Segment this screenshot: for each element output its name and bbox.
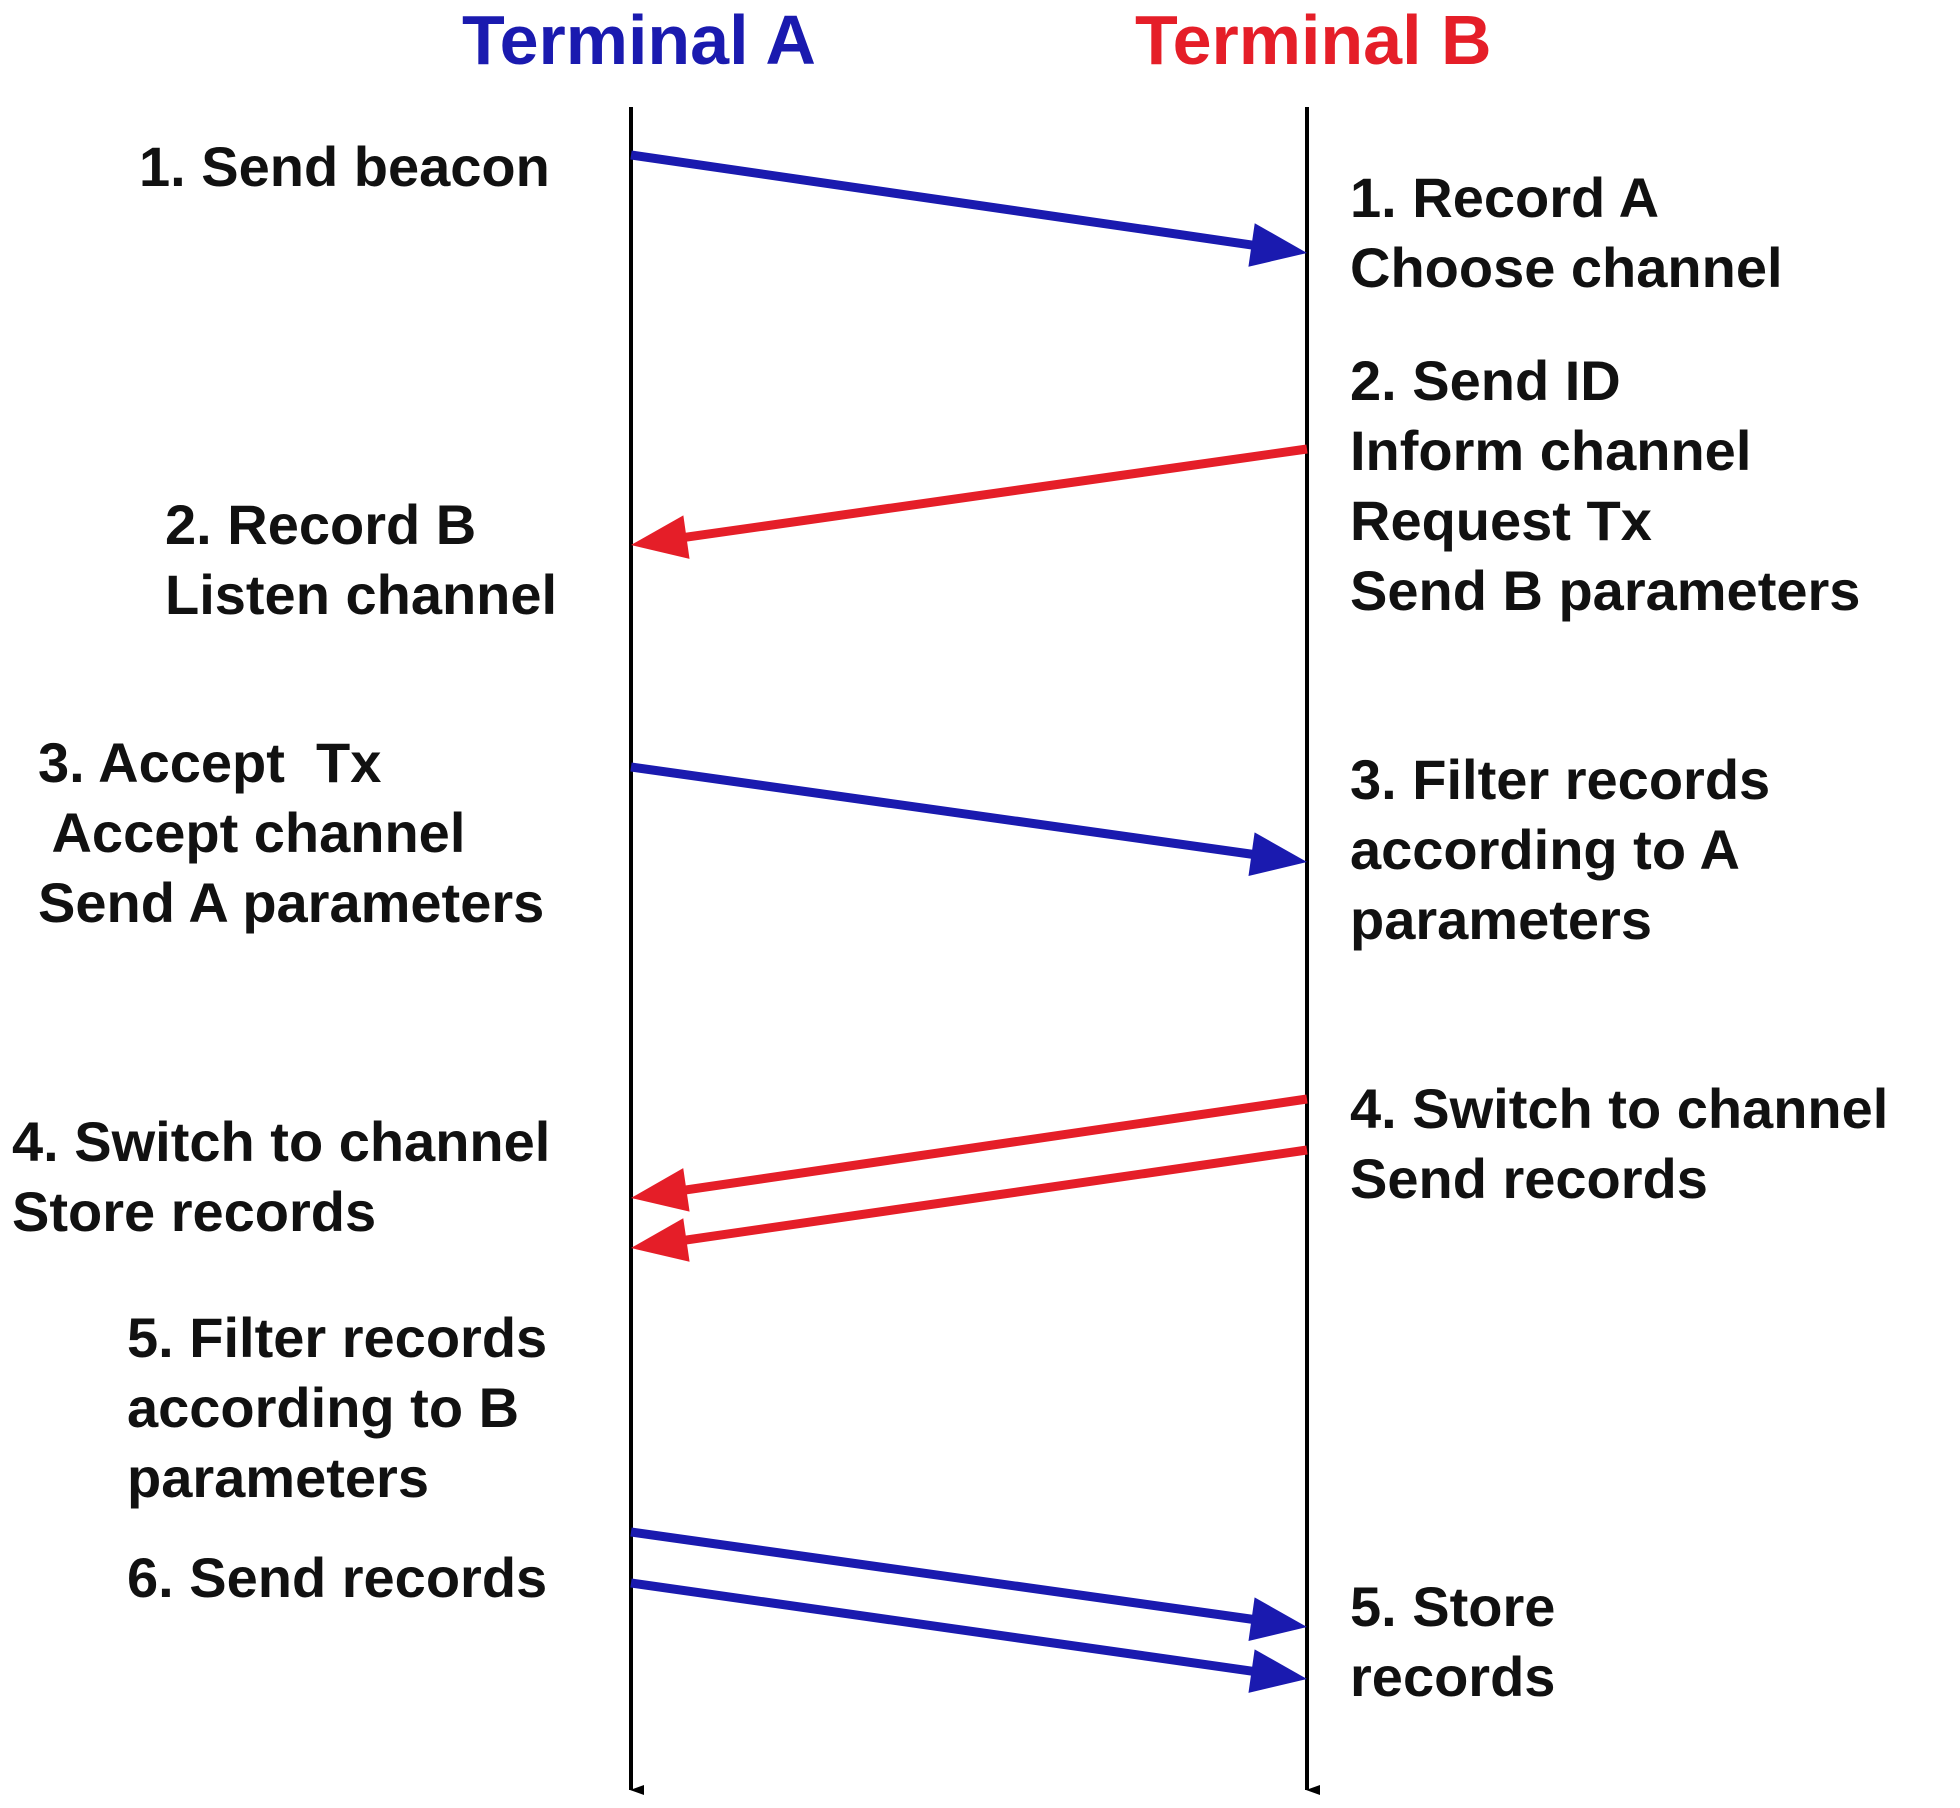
step-line: Request Tx bbox=[1350, 489, 1652, 552]
step-line: Send B parameters bbox=[1350, 559, 1861, 622]
step-line: according to A bbox=[1350, 818, 1740, 881]
step-line: Accept channel bbox=[38, 801, 466, 864]
step-line: 5. Filter records bbox=[127, 1306, 548, 1369]
message-arrow-6 bbox=[630, 1527, 1307, 1641]
step-line: 1. Send beacon bbox=[139, 135, 550, 198]
terminal-b-step-2: 2. Send ID Inform channel Request Tx Sen… bbox=[1350, 346, 1860, 626]
message-arrow-5 bbox=[631, 1145, 1308, 1262]
message-arrow-2 bbox=[631, 444, 1308, 559]
step-line: records bbox=[1350, 1645, 1556, 1708]
step-line: Send records bbox=[1350, 1147, 1708, 1210]
arrow-shaft bbox=[681, 444, 1308, 543]
arrow-shaft bbox=[681, 1145, 1308, 1245]
step-line: 3. Filter records bbox=[1350, 748, 1771, 811]
message-arrow-7 bbox=[630, 1578, 1307, 1693]
arrow-shaft bbox=[630, 1527, 1257, 1625]
step-line: 2. Record B bbox=[165, 493, 477, 556]
terminal-b-step-1: 1. Record A Choose channel bbox=[1350, 163, 1783, 303]
terminal-b-heading: Terminal B bbox=[1135, 1, 1492, 79]
step-line: 6. Send records bbox=[127, 1546, 548, 1609]
step-line: parameters bbox=[127, 1446, 429, 1509]
arrow-head bbox=[631, 515, 690, 559]
terminal-a-step-3: 3. Accept Tx Accept channel Send A param… bbox=[38, 728, 544, 938]
arrow-head bbox=[1248, 832, 1307, 876]
step-line: parameters bbox=[1350, 888, 1652, 951]
arrow-shaft bbox=[630, 150, 1257, 250]
terminal-a-step-1: 1. Send beacon bbox=[139, 132, 550, 202]
terminal-b-step-3: 3. Filter records according to A paramet… bbox=[1350, 745, 1770, 955]
arrow-shaft bbox=[630, 1578, 1257, 1677]
step-line: 1. Record A bbox=[1350, 166, 1660, 229]
step-line: Send A parameters bbox=[38, 871, 545, 934]
arrow-shaft bbox=[681, 1094, 1308, 1195]
arrow-shaft bbox=[630, 762, 1257, 860]
arrow-head bbox=[1248, 1597, 1307, 1641]
message-arrow-4 bbox=[631, 1094, 1308, 1212]
terminal-a-heading: Terminal A bbox=[462, 1, 816, 79]
terminal-a-step-2: 2. Record B Listen channel bbox=[165, 490, 557, 630]
terminal-a-step-6: 6. Send records bbox=[127, 1543, 547, 1613]
terminal-b-step-5: 5. Store records bbox=[1350, 1572, 1555, 1712]
step-line: Store records bbox=[12, 1180, 377, 1243]
message-arrow-3 bbox=[630, 762, 1307, 876]
step-line: 5. Store bbox=[1350, 1575, 1556, 1638]
step-line: 4. Switch to channel bbox=[1350, 1077, 1889, 1140]
arrow-head bbox=[631, 1218, 690, 1262]
arrow-head bbox=[1248, 1649, 1307, 1693]
step-line: Listen channel bbox=[165, 563, 558, 626]
step-line: 4. Switch to channel bbox=[12, 1110, 551, 1173]
step-line: Choose channel bbox=[1350, 236, 1783, 299]
terminal-b-step-4: 4. Switch to channel Send records bbox=[1350, 1074, 1888, 1214]
message-arrow-1 bbox=[630, 150, 1307, 267]
terminal-a-step-5: 5. Filter records according to B paramet… bbox=[127, 1303, 547, 1513]
step-line: Inform channel bbox=[1350, 419, 1752, 482]
step-line: according to B bbox=[127, 1376, 520, 1439]
arrow-head bbox=[1248, 223, 1307, 267]
terminal-a-step-4: 4. Switch to channel Store records bbox=[12, 1107, 550, 1247]
step-line: 3. Accept Tx bbox=[38, 731, 382, 794]
arrow-head bbox=[631, 1168, 690, 1212]
step-line: 2. Send ID bbox=[1350, 349, 1621, 412]
